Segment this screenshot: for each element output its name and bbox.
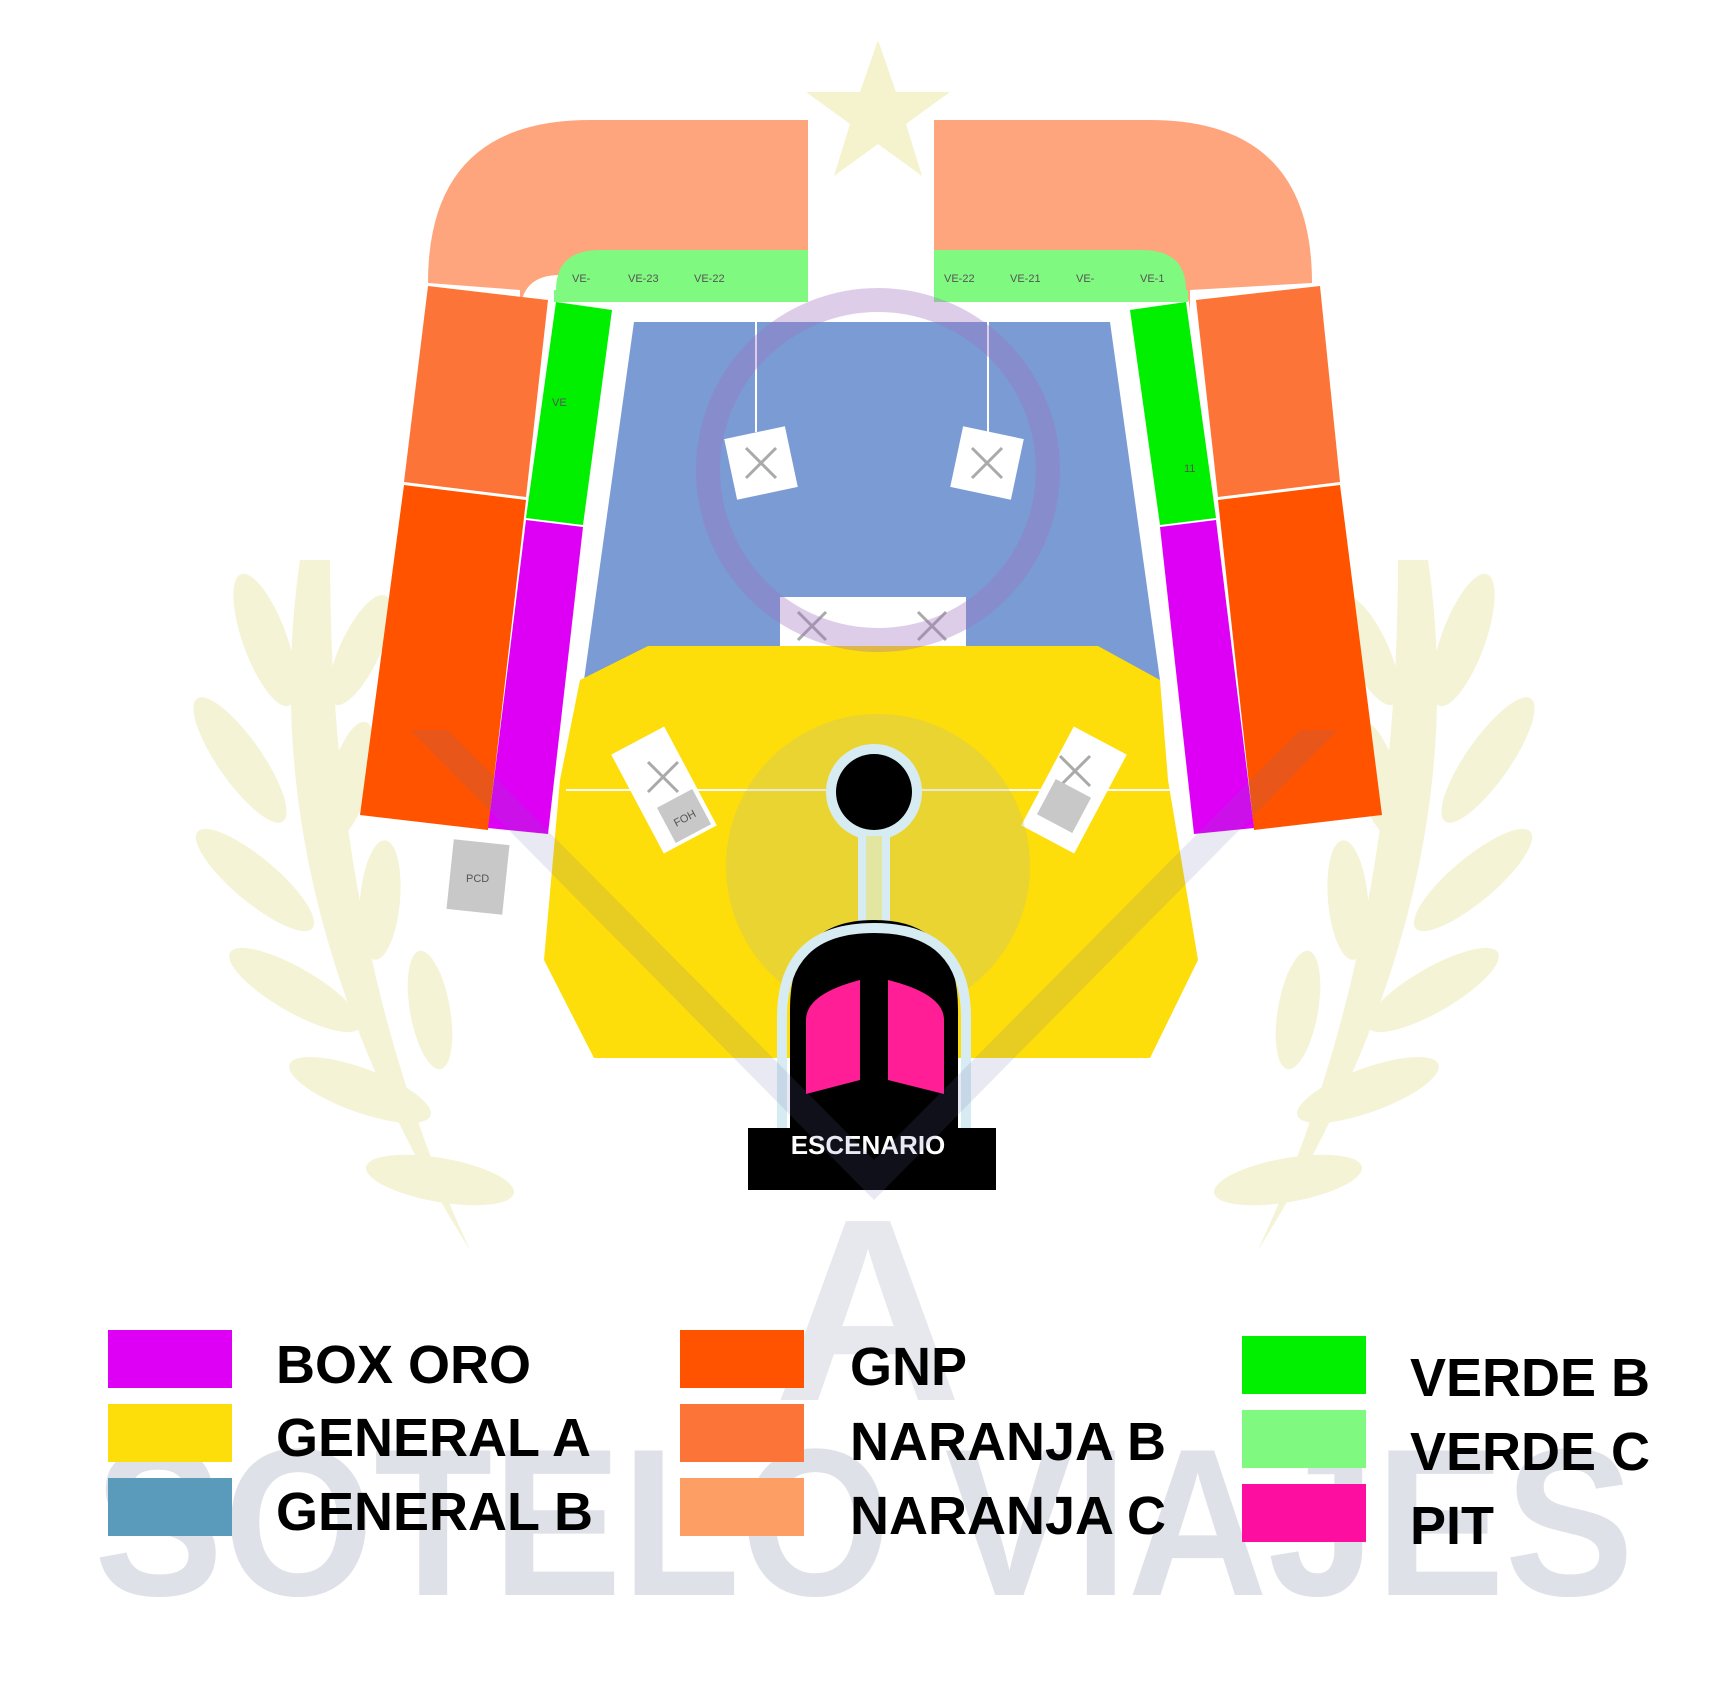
section-verde-b-left[interactable] — [526, 302, 612, 525]
legend-label: GENERAL B — [276, 1482, 593, 1542]
legend-label: VERDE C — [1410, 1422, 1650, 1482]
section-code: VE-21 — [1010, 273, 1041, 285]
close-icon — [646, 760, 680, 794]
legend-swatch-naranja-b — [680, 1404, 804, 1462]
section-verde-c-right[interactable] — [934, 250, 1188, 302]
legend-label: BOX ORO — [276, 1335, 531, 1395]
legend-swatch-general-b — [108, 1478, 232, 1536]
main-stage — [748, 920, 996, 1190]
legend-swatch-general-a — [108, 1404, 232, 1462]
section-code: VE- — [1076, 273, 1095, 285]
delay-tower-left — [724, 426, 798, 500]
legend-label: NARANJA C — [850, 1486, 1166, 1546]
legend-swatch-verde-c — [1242, 1410, 1366, 1468]
legend-label: GENERAL A — [276, 1408, 591, 1468]
section-verde-b-right[interactable] — [1130, 302, 1216, 525]
legend-swatch-verde-b — [1242, 1336, 1366, 1394]
section-gnp-right[interactable] — [1218, 485, 1382, 830]
legend-label: PIT — [1410, 1496, 1494, 1556]
section-code: VE- — [572, 273, 591, 285]
legend-swatch-naranja-c — [680, 1478, 804, 1536]
watermark-brand: SOTELO VIAJES — [94, 1405, 1634, 1640]
section-naranja-b-left[interactable] — [404, 286, 548, 497]
camera-platform — [780, 597, 966, 649]
section-code: VE — [552, 397, 567, 409]
section-gnp-left[interactable] — [360, 485, 526, 830]
legend-swatch-box-oro — [108, 1330, 232, 1388]
legend: BOX ORO GENERAL A GENERAL B GNP NARANJA … — [108, 1330, 1650, 1556]
section-naranja-b-right[interactable] — [1196, 286, 1340, 497]
section-verde-c-left[interactable] — [554, 250, 808, 302]
close-icon — [744, 446, 778, 480]
legend-label: GNP — [850, 1337, 967, 1397]
section-code: VE-22 — [694, 273, 725, 285]
laurel-right-watermark — [1214, 560, 1535, 1250]
b-stage — [836, 754, 912, 830]
pcd-area: PCD — [446, 839, 510, 915]
section-general-b[interactable] — [584, 322, 1160, 680]
legend-swatch-gnp — [680, 1330, 804, 1388]
stage: ESCENARIO — [748, 744, 996, 1190]
pcd-label: PCD — [466, 873, 489, 885]
foh-tower-right — [1021, 726, 1127, 854]
legend-label: VERDE B — [1410, 1348, 1650, 1408]
watermark-initial: A — [774, 1166, 962, 1456]
foh-tower-left: FOH — [611, 726, 717, 854]
section-box-oro-right[interactable] — [1160, 520, 1254, 834]
laurel-left-watermark — [193, 560, 514, 1250]
logo-ring-watermark — [696, 288, 1060, 652]
section-box-oro-left[interactable] — [488, 520, 583, 834]
section-code: VE-1 — [1140, 273, 1164, 285]
delay-tower-right — [950, 426, 1024, 500]
section-pit-right[interactable] — [888, 980, 944, 1094]
runway — [858, 836, 890, 936]
stage-label: ESCENARIO — [791, 1130, 946, 1160]
close-icon — [796, 610, 828, 642]
close-icon — [970, 446, 1004, 480]
watermark: SOTELO VIAJES A — [94, 40, 1634, 1640]
section-code: VE-22 — [944, 273, 975, 285]
close-icon — [1058, 754, 1092, 788]
section-pit-left[interactable] — [806, 980, 860, 1094]
star-icon — [806, 40, 950, 176]
legend-label: NARANJA B — [850, 1412, 1166, 1472]
close-icon — [916, 610, 948, 642]
section-code: VE-23 — [628, 273, 659, 285]
legend-swatch-pit — [1242, 1484, 1366, 1542]
section-code: 11 — [1184, 463, 1195, 475]
